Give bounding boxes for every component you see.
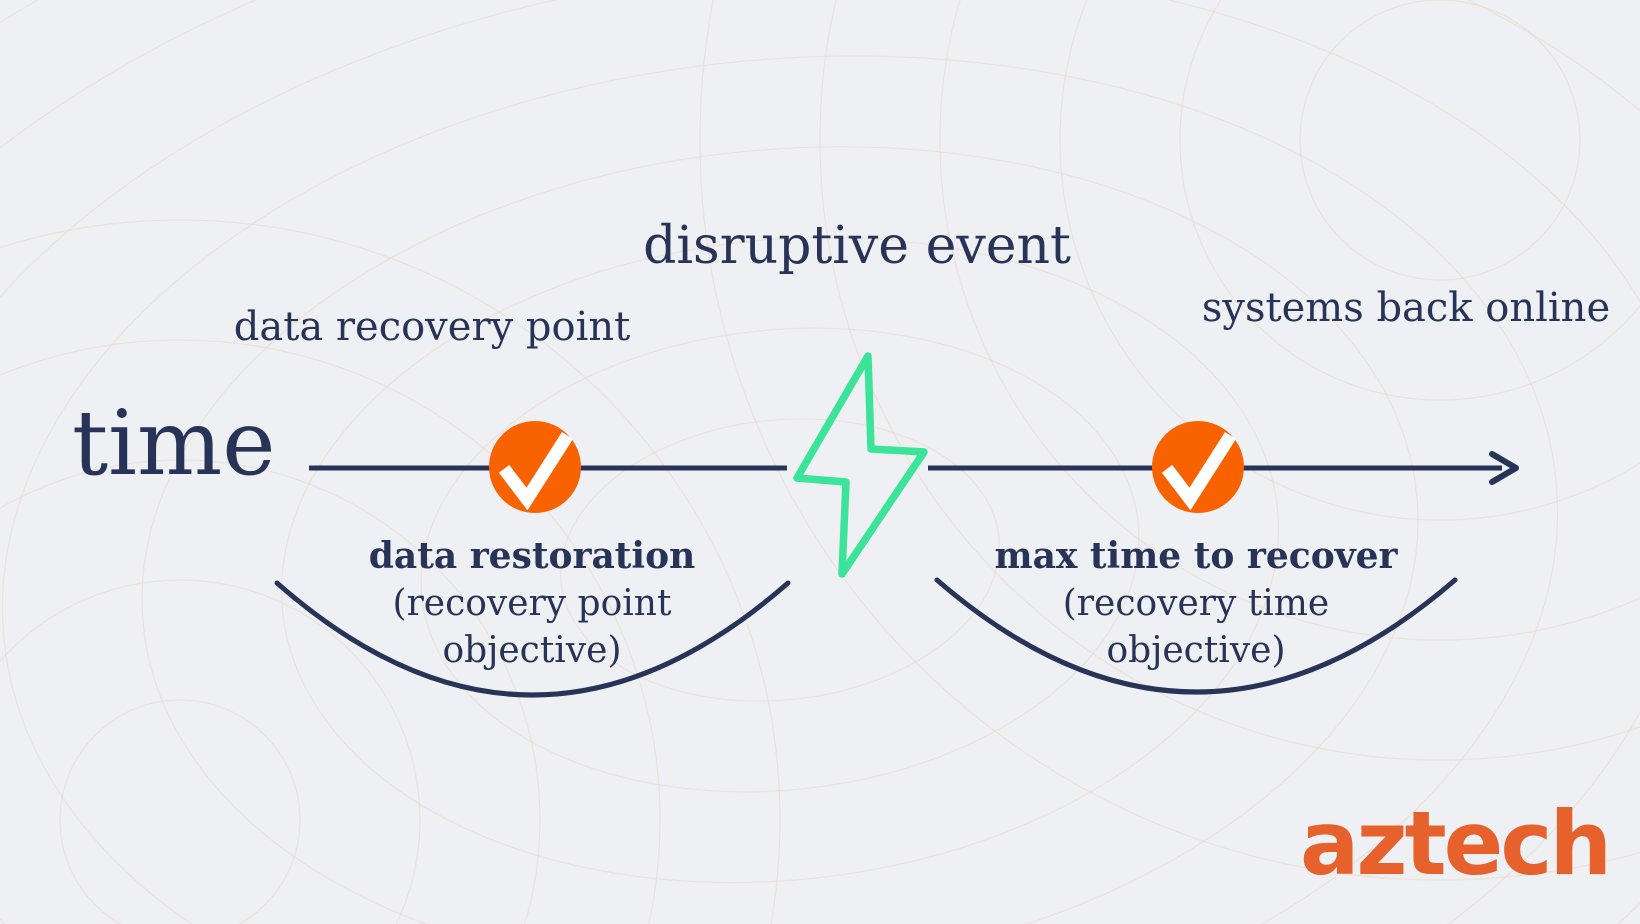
disruptive-event-label: disruptive event <box>643 216 1071 276</box>
rto-title: max time to recover <box>994 535 1398 577</box>
contour-group-top-right <box>699 0 1640 881</box>
rpo-title: data restoration <box>368 535 696 577</box>
rto-annotation: max time to recover (recovery time objec… <box>966 533 1426 674</box>
rpo-subtitle-line1: (recovery point <box>392 583 672 624</box>
arrowhead-icon <box>1489 451 1519 485</box>
rpo-subtitle-line2: objective) <box>442 630 622 671</box>
systems-back-online-label: systems back online <box>1201 285 1611 331</box>
checkpoint-circle-left <box>489 421 581 513</box>
brace-arc-right <box>934 577 1458 695</box>
rto-subtitle-line1: (recovery time <box>1062 583 1330 624</box>
contour-group-bottom-left <box>0 219 781 924</box>
rto-subtitle-line2: objective) <box>1106 630 1286 671</box>
aztech-logo: aztech <box>1300 792 1612 895</box>
rpo-annotation: data restoration (recovery point objecti… <box>302 533 762 674</box>
time-axis-label: time <box>72 391 276 496</box>
checkpoint-circle-right <box>1152 421 1244 513</box>
checkmark-icon <box>1161 432 1236 511</box>
lightning-bolt-icon <box>793 352 928 578</box>
brace-arc-left <box>274 580 791 698</box>
data-recovery-point-label: data recovery point <box>233 304 631 350</box>
checkmark-icon <box>498 432 573 511</box>
